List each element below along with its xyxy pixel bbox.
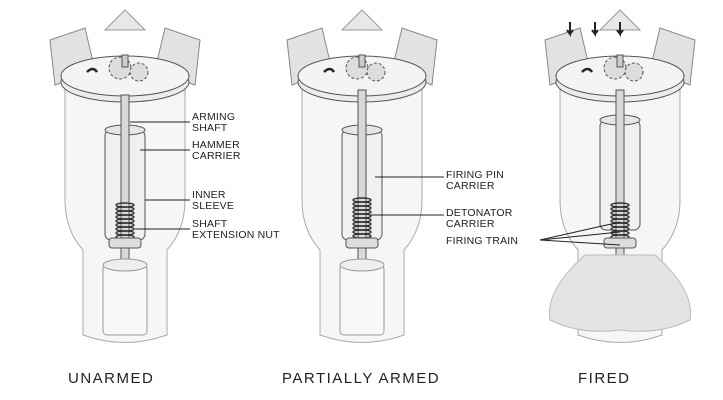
leader-line (539, 239, 621, 246)
arming-shaft-top (616, 54, 624, 68)
arming-shaft (120, 94, 130, 281)
arming-shaft-top (358, 54, 366, 68)
fuze-figure-unarmed (49, 9, 201, 343)
shaft-extension-nut (345, 237, 379, 249)
rotation-arrow-icon (323, 67, 336, 73)
booster-cup (339, 264, 385, 336)
label-detonator-carrier: DETONATOR CARRIER (446, 207, 513, 230)
caption-partially-armed: PARTIALLY ARMED (282, 370, 441, 387)
booster-top (339, 258, 385, 272)
vane (103, 9, 147, 31)
impact-arrow-icon (591, 22, 599, 37)
shaft-extension-nut (108, 237, 142, 249)
label-arming-shaft: ARMING SHAFT (192, 111, 236, 134)
rotation-arrow-icon (86, 67, 99, 73)
label-hammer-carrier: HAMMER CARRIER (192, 139, 241, 162)
booster-top (102, 258, 148, 272)
label-shaft-extension-nut: SHAFT EXTENSION NUT (192, 218, 280, 241)
label-firing-train: FIRING TRAIN (446, 235, 519, 247)
leader-line (539, 221, 621, 241)
gear-icon (129, 62, 149, 82)
rotation-arrow-icon (581, 67, 594, 73)
gear-icon (624, 62, 644, 82)
fuze-figure-fired (544, 9, 696, 343)
vane (340, 9, 384, 31)
booster-cup (102, 264, 148, 336)
gear-icon (366, 62, 386, 82)
label-inner-sleeve: INNER SLEEVE (192, 189, 235, 212)
fuze-figure-partial (286, 9, 438, 343)
impact-arrow-icon (616, 22, 624, 37)
explosion-cloud (548, 254, 692, 332)
caption-fired: FIRED (578, 370, 631, 387)
arming-shaft-top (121, 54, 129, 68)
shaft-extension-nut (603, 237, 637, 249)
leader-line (539, 231, 621, 241)
label-firing-pin-carrier: FIRING PIN CARRIER (446, 169, 505, 192)
impact-arrow-icon (566, 22, 574, 37)
caption-unarmed: UNARMED (68, 370, 155, 387)
